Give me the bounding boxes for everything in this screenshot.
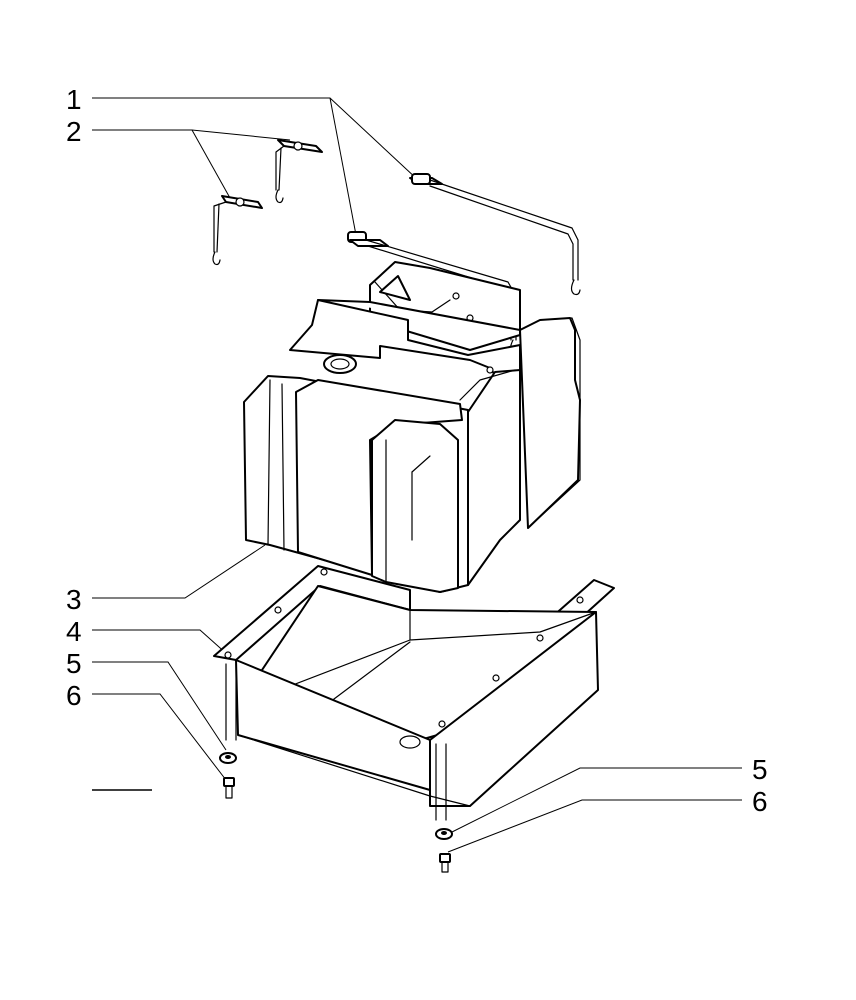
callout-label-1: 1 xyxy=(66,84,82,115)
leader-line-2b xyxy=(191,129,231,199)
bolt-6-left xyxy=(223,777,235,799)
leader-line-5-right xyxy=(447,767,742,835)
leader-lines xyxy=(92,97,742,853)
leader-line-3 xyxy=(92,544,266,599)
leader-line-1 xyxy=(92,97,419,181)
leader-line-2 xyxy=(92,129,291,141)
bolt-6-right xyxy=(439,853,451,873)
leader-line-1b xyxy=(329,97,357,236)
callout-label-3: 3 xyxy=(66,584,82,615)
leader-line-5 xyxy=(92,661,227,751)
support-tray-4 xyxy=(213,565,615,821)
callout-label-2: 2 xyxy=(66,116,82,147)
leader-line-4 xyxy=(92,629,229,656)
callout-label-5-right: 5 xyxy=(752,754,768,785)
leader-line-6-right xyxy=(447,799,742,853)
small-hook-bracket-2a xyxy=(275,139,323,204)
fuel-tank-3 xyxy=(243,261,581,593)
small-hook-bracket-2b xyxy=(212,195,263,266)
tank-strap-1a xyxy=(409,173,581,296)
callout-label-4: 4 xyxy=(66,616,82,647)
washer-5-right xyxy=(435,828,453,840)
leader-line-6 xyxy=(92,693,227,781)
callout-label-6-right: 6 xyxy=(752,786,768,817)
callout-label-6: 6 xyxy=(66,680,82,711)
washer-5-left xyxy=(219,752,237,764)
callout-label-5: 5 xyxy=(66,648,82,679)
